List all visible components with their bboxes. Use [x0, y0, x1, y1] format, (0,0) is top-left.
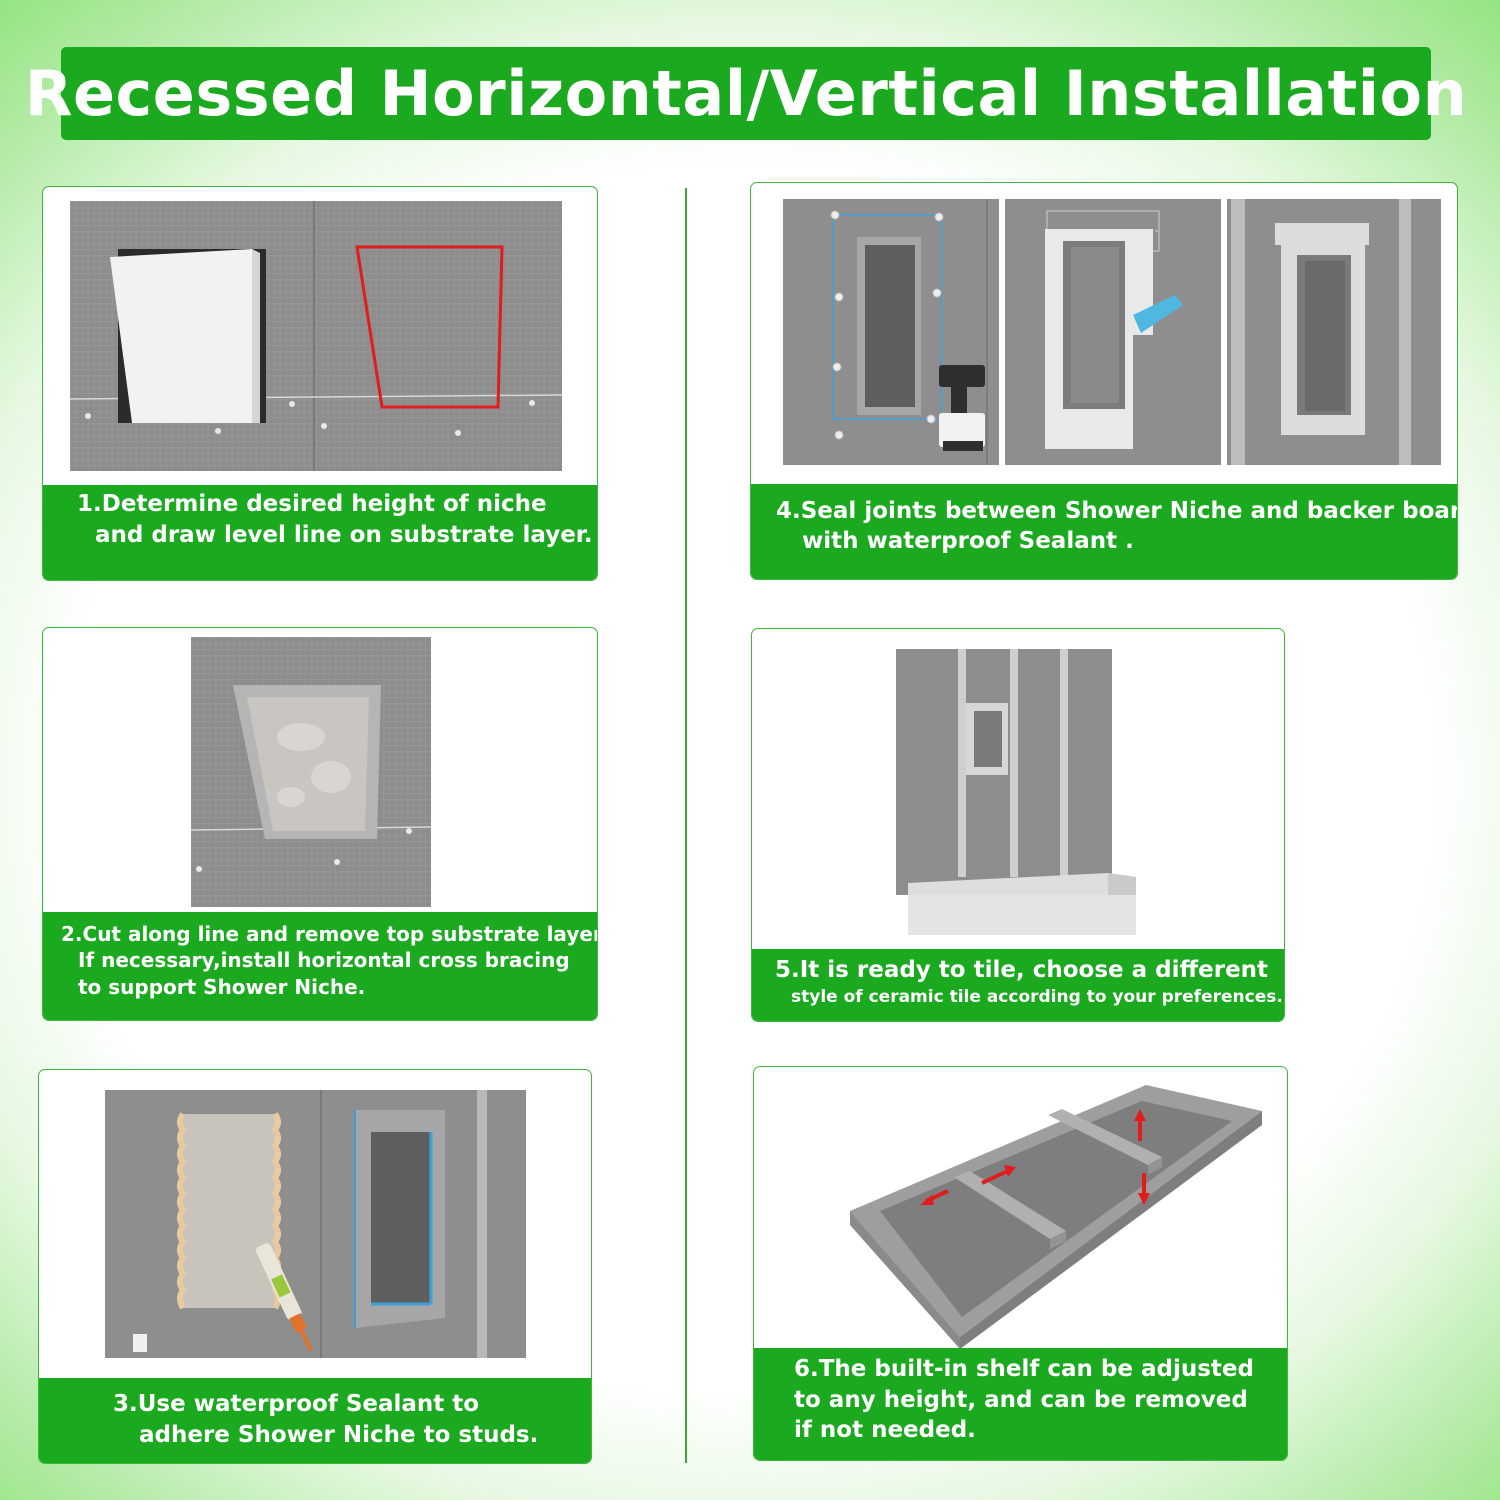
- step-2-caption: 2.Cut along line and remove top substrat…: [43, 912, 597, 1020]
- step-4-line-2: with waterproof Sealant .: [802, 528, 1134, 554]
- page-title: Recessed Horizontal/Vertical Installatio…: [24, 57, 1468, 130]
- step-5-caption: 5.It is ready to tile, choose a differen…: [752, 949, 1284, 1021]
- step-4-caption: 4.Seal joints between Shower Niche and b…: [751, 484, 1457, 579]
- step-5-line-2: style of ceramic tile according to your …: [791, 987, 1283, 1007]
- step-6-line-1: 6.The built-in shelf can be adjusted: [794, 1356, 1254, 1382]
- step-6-illustration: [844, 1081, 1264, 1351]
- step-6-card: 6.The built-in shelf can be adjusted to …: [753, 1066, 1288, 1461]
- step-6-caption: 6.The built-in shelf can be adjusted to …: [754, 1348, 1287, 1460]
- step-3-illustration: [105, 1090, 526, 1358]
- step-1-line-1: 1.Determine desired height of niche: [77, 491, 547, 517]
- step-5-line-1: 5.It is ready to tile, choose a differen…: [775, 957, 1269, 983]
- step-2-illustration: [191, 637, 431, 907]
- step-6-line-2: to any height, and can be removed: [794, 1387, 1248, 1413]
- step-6-line-3: if not needed.: [794, 1417, 976, 1443]
- step-1-illustration: [70, 201, 562, 471]
- step-2-line-3: to support Shower Niche.: [78, 975, 366, 999]
- step-5-illustration: [896, 645, 1146, 939]
- title-banner: Recessed Horizontal/Vertical Installatio…: [25, 47, 1467, 140]
- step-3-line-2: adhere Shower Niche to studs.: [139, 1422, 539, 1448]
- step-5-card: 5.It is ready to tile, choose a differen…: [751, 628, 1285, 1022]
- step-4-line-1: 4.Seal joints between Shower Niche and b…: [776, 498, 1458, 524]
- step-3-card: 3.Use waterproof Sealant to adhere Showe…: [38, 1069, 592, 1464]
- column-divider: [685, 188, 687, 1463]
- step-1-line-2: and draw level line on substrate layer.: [95, 522, 593, 548]
- step-1-card: 1.Determine desired height of niche and …: [42, 186, 598, 581]
- step-2-line-2: If necessary,install horizontal cross br…: [78, 948, 570, 972]
- step-3-caption: 3.Use waterproof Sealant to adhere Showe…: [39, 1378, 591, 1463]
- step-4-card: 4.Seal joints between Shower Niche and b…: [750, 182, 1458, 580]
- step-2-card: 2.Cut along line and remove top substrat…: [42, 627, 598, 1021]
- step-2-line-1: 2.Cut along line and remove top substrat…: [61, 922, 598, 946]
- step-4-illustration: [781, 197, 1441, 467]
- step-1-caption: 1.Determine desired height of niche and …: [43, 485, 597, 580]
- step-3-line-1: 3.Use waterproof Sealant to: [113, 1391, 480, 1417]
